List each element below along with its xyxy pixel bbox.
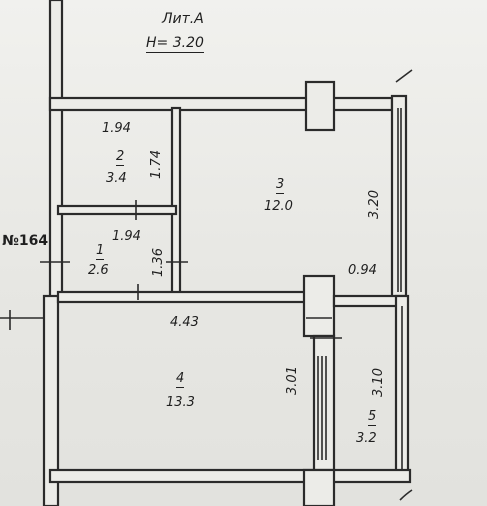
room4-area: 13.3 [166, 395, 195, 410]
room5-height: 3.10 [370, 368, 386, 397]
room3-number: 3 [276, 177, 285, 194]
room3-height: 3.20 [366, 190, 382, 219]
wall-shaft-right [332, 294, 406, 308]
room2-area: 3.4 [106, 171, 127, 186]
wall-left-lower [42, 294, 60, 506]
column-center [302, 274, 336, 338]
wall-room2-room3 [170, 106, 182, 298]
room2-height: 1.74 [148, 150, 164, 179]
room4-height: 3.01 [284, 366, 300, 395]
wall-top [48, 96, 394, 112]
height-label: H= 3.20 [146, 35, 204, 53]
wall-room2-room1 [56, 204, 178, 216]
column-bottom [302, 468, 336, 506]
room1-area: 2.6 [88, 263, 109, 278]
room3-area: 12.0 [264, 199, 293, 214]
shaft [312, 334, 336, 478]
room2-number: 2 [116, 149, 125, 166]
room5-number: 5 [368, 409, 377, 426]
room4-width: 4.43 [170, 315, 199, 330]
room1-height: 1.36 [150, 248, 166, 277]
neighbor-number: №164 [2, 233, 49, 249]
wall-right-window [390, 94, 408, 306]
wall-bottom [48, 468, 412, 484]
room2-width: 1.94 [102, 121, 131, 136]
room4-number: 4 [176, 371, 185, 388]
wall-left-upper [48, 0, 64, 302]
room5-area: 3.2 [356, 431, 377, 446]
column-top [304, 80, 336, 132]
room1-width: 1.94 [112, 229, 141, 244]
liter-label: Лит.А [162, 11, 204, 27]
room1-number: 1 [96, 243, 105, 260]
wall-mid-horizontal [56, 290, 308, 304]
room3-notch: 0.94 [348, 263, 377, 278]
